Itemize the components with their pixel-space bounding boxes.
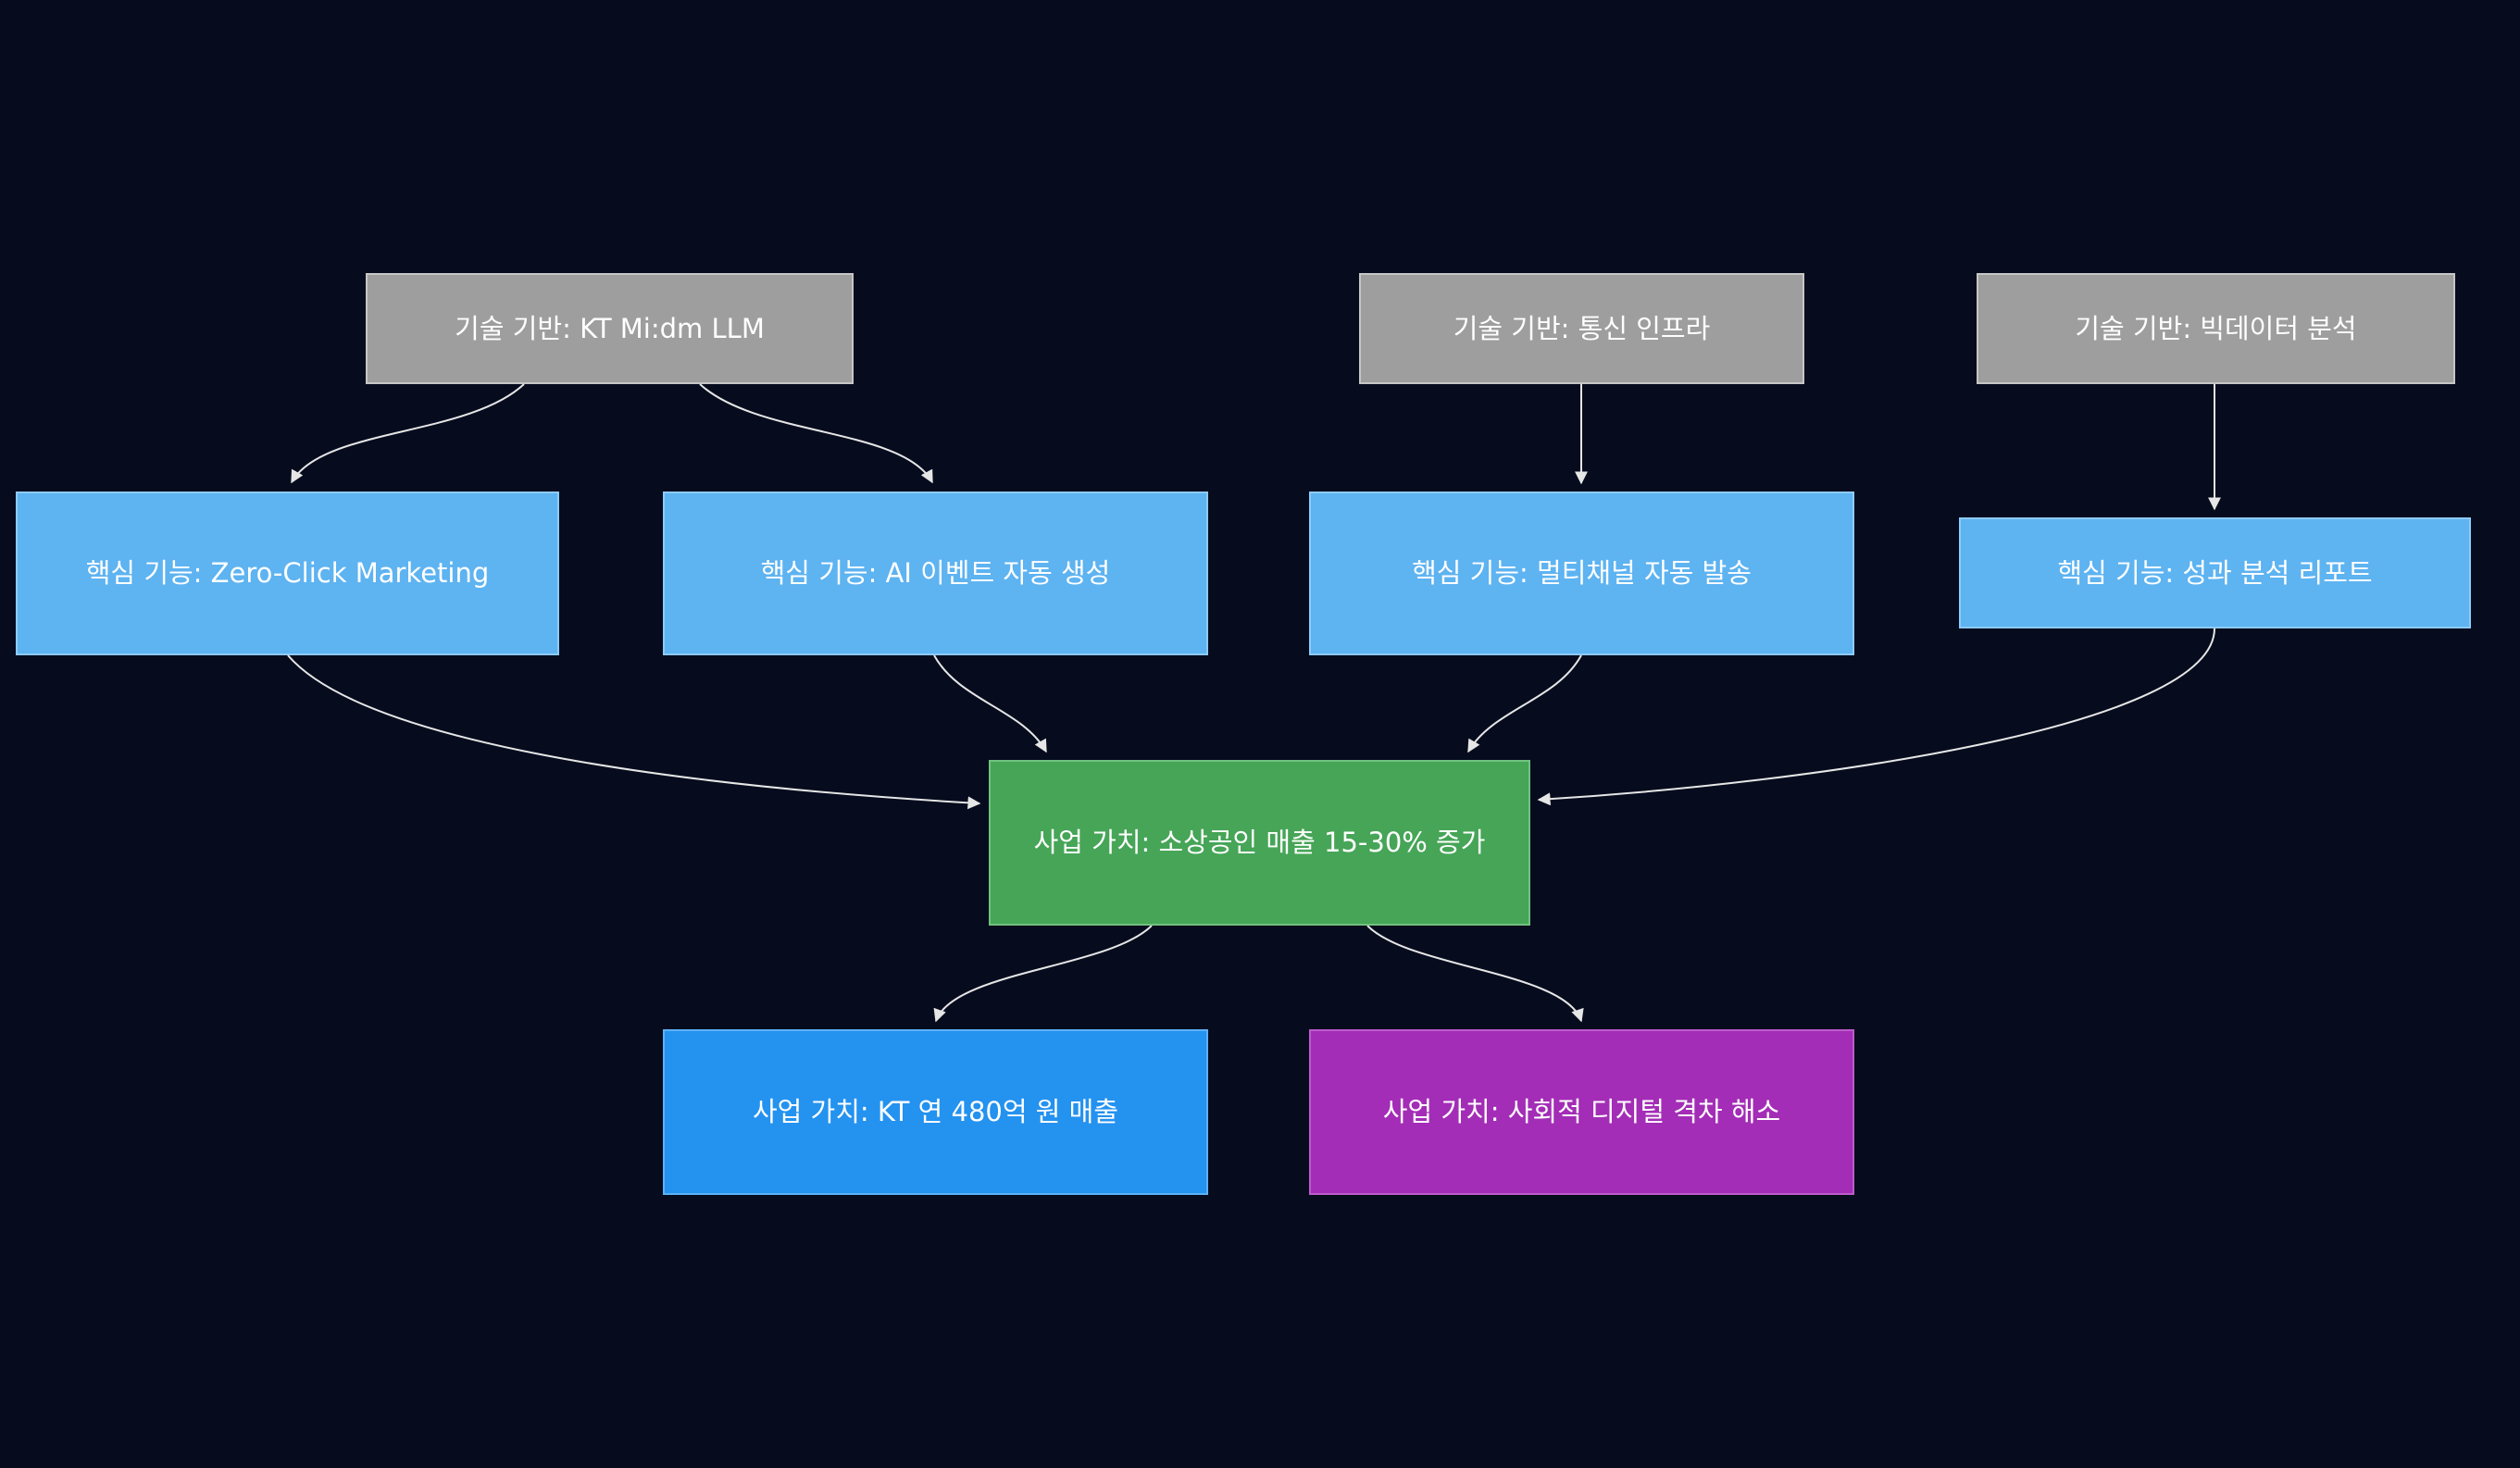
node-label: 사업 가치: KT 연 480억 원 매출: [752, 1096, 1119, 1128]
node-feature-zero-click-marketing: 핵심 기능: Zero-Click Marketing: [16, 491, 559, 655]
node-feature-performance-report: 핵심 기능: 성과 분석 리포트: [1959, 517, 2471, 628]
node-label: 기술 기반: 빅데이터 분석: [2075, 312, 2357, 344]
edge-feat-multichannel-to-value-sales: [1467, 654, 1582, 753]
edge-value-sales-to-value-revenue: [933, 925, 1153, 1023]
node-feature-multichannel-sending: 핵심 기능: 멀티채널 자동 발송: [1309, 491, 1854, 655]
node-label: 사업 가치: 소상공인 매출 15-30% 증가: [1033, 827, 1486, 859]
edge-feat-ai-event-to-value-sales: [933, 654, 1047, 753]
node-label: 기술 기반: KT Mi:dm LLM: [455, 312, 765, 344]
edge-tech-llm-to-feat-ai-event: [699, 383, 933, 484]
node-feature-ai-event-generation: 핵심 기능: AI 이벤트 자동 생성: [663, 491, 1208, 655]
node-label: 기술 기반: 통신 인프라: [1453, 312, 1711, 344]
node-label: 핵심 기능: 성과 분석 리포트: [2057, 556, 2373, 589]
node-tech-telecom-infra: 기술 기반: 통신 인프라: [1359, 273, 1804, 384]
node-value-digital-gap-reduction: 사업 가치: 사회적 디지털 격차 해소: [1309, 1029, 1854, 1195]
edge-feat-zero-click-to-value-sales: [287, 654, 981, 810]
node-value-kt-annual-revenue: 사업 가치: KT 연 480억 원 매출: [663, 1029, 1208, 1195]
edge-tech-llm-to-feat-zero-click: [291, 383, 525, 484]
node-value-merchant-sales-increase: 사업 가치: 소상공인 매출 15-30% 증가: [989, 760, 1530, 926]
node-label: 핵심 기능: Zero-Click Marketing: [85, 557, 490, 590]
node-tech-bigdata-analysis: 기술 기반: 빅데이터 분석: [1977, 273, 2455, 384]
edge-value-sales-to-value-gap: [1366, 925, 1584, 1023]
node-label: 핵심 기능: 멀티채널 자동 발송: [1412, 557, 1752, 590]
node-label: 핵심 기능: AI 이벤트 자동 생성: [760, 557, 1111, 590]
node-label: 사업 가치: 사회적 디지털 격차 해소: [1382, 1096, 1781, 1128]
node-tech-kt-midm-llm: 기술 기반: KT Mi:dm LLM: [366, 273, 854, 384]
